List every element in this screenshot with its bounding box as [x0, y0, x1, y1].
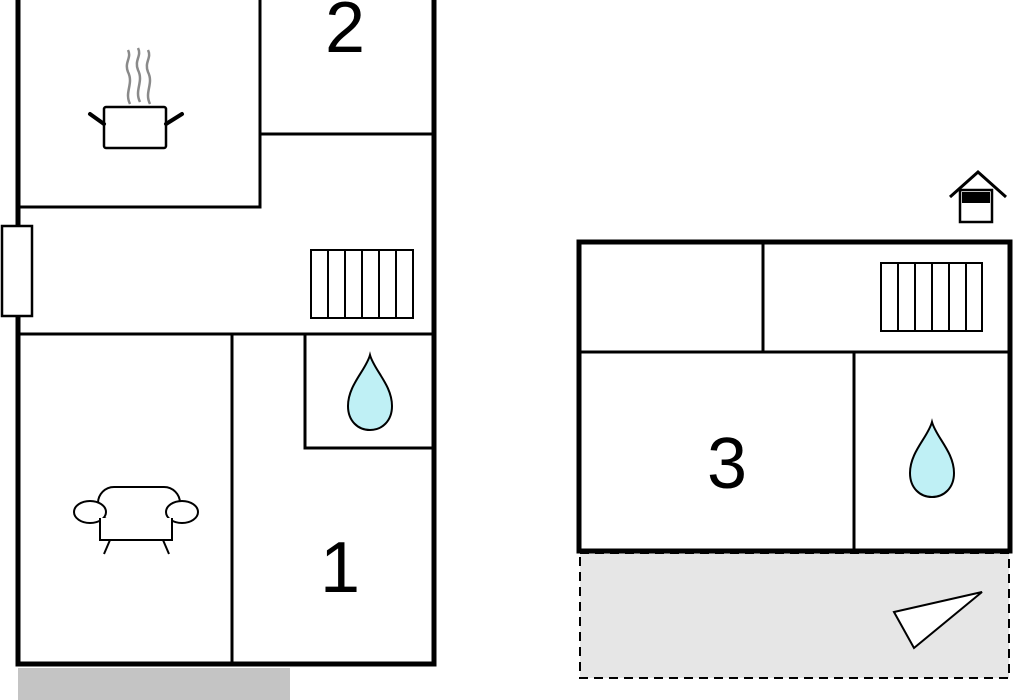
room-label-1: 1 [320, 528, 360, 608]
terrace-icon [892, 591, 983, 650]
upper-floor: 3 [576, 169, 1013, 679]
room-label-2: 2 [325, 0, 365, 68]
side-door [0, 224, 34, 318]
stairs-icon [880, 262, 983, 332]
upper-floor-walls [576, 239, 1013, 554]
sofa-icon [73, 486, 199, 555]
house-entrance-icon [949, 169, 1007, 224]
kitchen-walls [18, 0, 262, 209]
stairs-icon [310, 249, 414, 319]
water-drop-icon [908, 418, 956, 499]
ground-floor: 2 1 [0, 0, 437, 700]
water-drop-icon [346, 351, 394, 432]
cooking-pot-icon [88, 47, 184, 150]
balcony-strip [18, 668, 290, 700]
room-label-3: 3 [707, 424, 747, 504]
bathroom-walls [303, 332, 434, 450]
